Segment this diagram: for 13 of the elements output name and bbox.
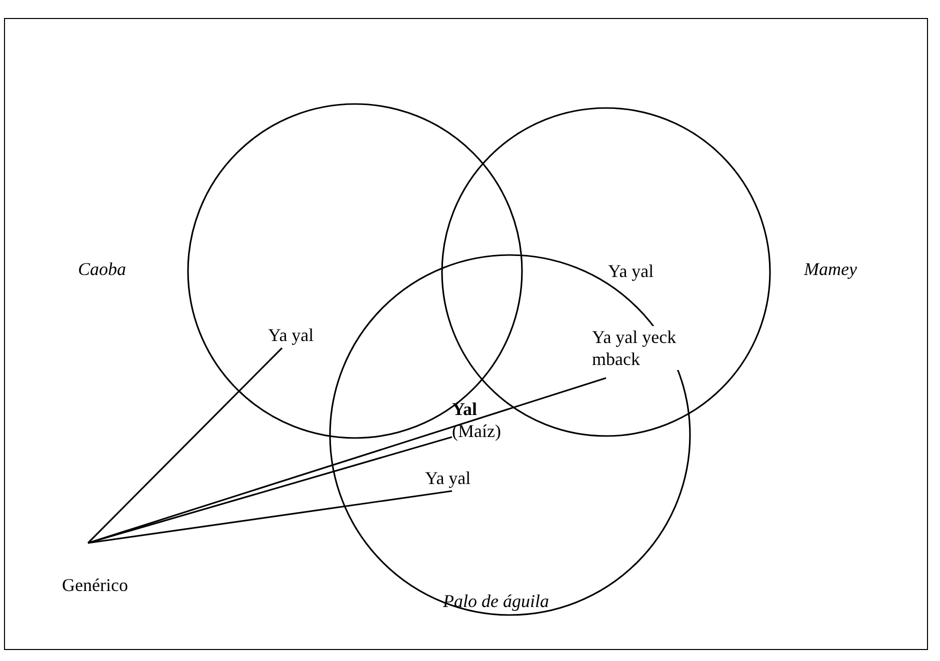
leader-line (88, 490, 452, 544)
term-label: Genérico (62, 574, 129, 597)
set-label: Palo de águila (443, 590, 549, 613)
term-label: Ya yal (425, 467, 472, 490)
venn-circle (187, 103, 523, 439)
leader-line (87, 347, 283, 544)
venn-circle (329, 254, 691, 616)
term-label: Ya yal (608, 260, 654, 283)
set-label: Caoba (78, 258, 126, 281)
leader-line (88, 377, 606, 544)
term-label: Yal (Maíz) (452, 398, 502, 442)
set-label: Mamey (804, 258, 857, 281)
term-label: Ya yal (268, 324, 315, 347)
